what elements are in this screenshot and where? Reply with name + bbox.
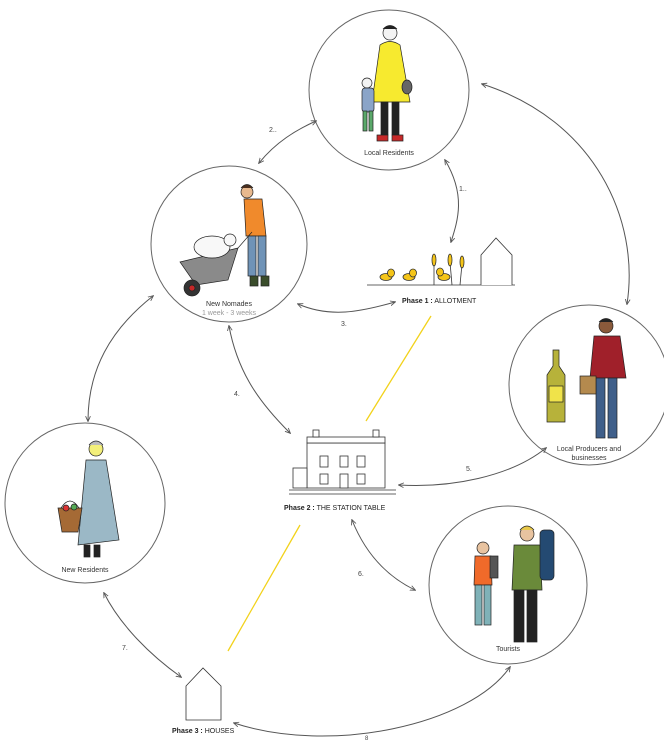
arrow-left (88, 296, 153, 421)
step-2-label: 2.. (269, 127, 277, 134)
house-icon (480, 237, 513, 285)
step-7-label: 7. (122, 645, 128, 652)
new-nomades-duration: 1 week - 3 weeks (201, 310, 257, 317)
arrow-4 (229, 326, 290, 433)
tourists-figure (473, 525, 555, 643)
arrow-5 (399, 448, 546, 485)
new-residents-circle (4, 422, 166, 584)
arrow-top-right (482, 84, 629, 304)
arrow-1 (445, 160, 459, 242)
step-6-label: 6. (358, 571, 364, 578)
new-residents-figure (57, 440, 120, 558)
phase3-name: HOUSES (204, 728, 235, 735)
local-residents-figure (361, 25, 413, 142)
phase1-prefix: Phase 1 : (402, 298, 433, 305)
flower-icon (379, 267, 451, 281)
step-5-label: 5. (466, 466, 472, 473)
allotment-illustration (367, 237, 515, 286)
connection-arrows (88, 84, 629, 737)
local-producers-label-line1: Local Producers and (556, 446, 622, 453)
new-nomades-circle (150, 165, 308, 323)
phase2-name: THE STATION TABLE (316, 505, 386, 512)
tourists-label: Tourists (495, 646, 521, 653)
accent-line-upper (365, 315, 432, 422)
step-3-label: 3. (341, 321, 347, 328)
phase3-label: Phase 3 : HOUSES (172, 728, 234, 735)
page-number: 8 (365, 736, 369, 742)
arrow-bottom (234, 667, 510, 737)
arrow-6 (352, 520, 415, 590)
tourists-circle (428, 505, 588, 665)
arrow-2 (259, 121, 316, 163)
wheat-icon (431, 253, 465, 286)
station-building-illustration (289, 429, 396, 495)
arrow-3 (298, 302, 395, 313)
new-nomades-figure (179, 184, 270, 297)
new-nomades-label: New Nomades (206, 301, 252, 308)
phase1-label: Phase 1 : ALLOTMENT (402, 298, 476, 305)
step-4-label: 4. (234, 391, 240, 398)
local-residents-circle (308, 9, 470, 171)
local-producers-label-line2: businesses (571, 455, 607, 462)
new-residents-label: New Residents (61, 567, 109, 574)
step-1-label: 1.. (459, 186, 467, 193)
phase1-name: ALLOTMENT (434, 298, 477, 305)
phase3-prefix: Phase 3 : (172, 728, 203, 735)
phase3-house-icon (185, 667, 222, 721)
accent-line-lower (227, 524, 301, 652)
local-residents-label: Local Residents (364, 150, 414, 157)
arrow-7 (104, 593, 181, 677)
phase2-prefix: Phase 2 : (284, 505, 315, 512)
phase2-label: Phase 2 : THE STATION TABLE (284, 505, 385, 512)
local-producers-figure (546, 318, 627, 439)
